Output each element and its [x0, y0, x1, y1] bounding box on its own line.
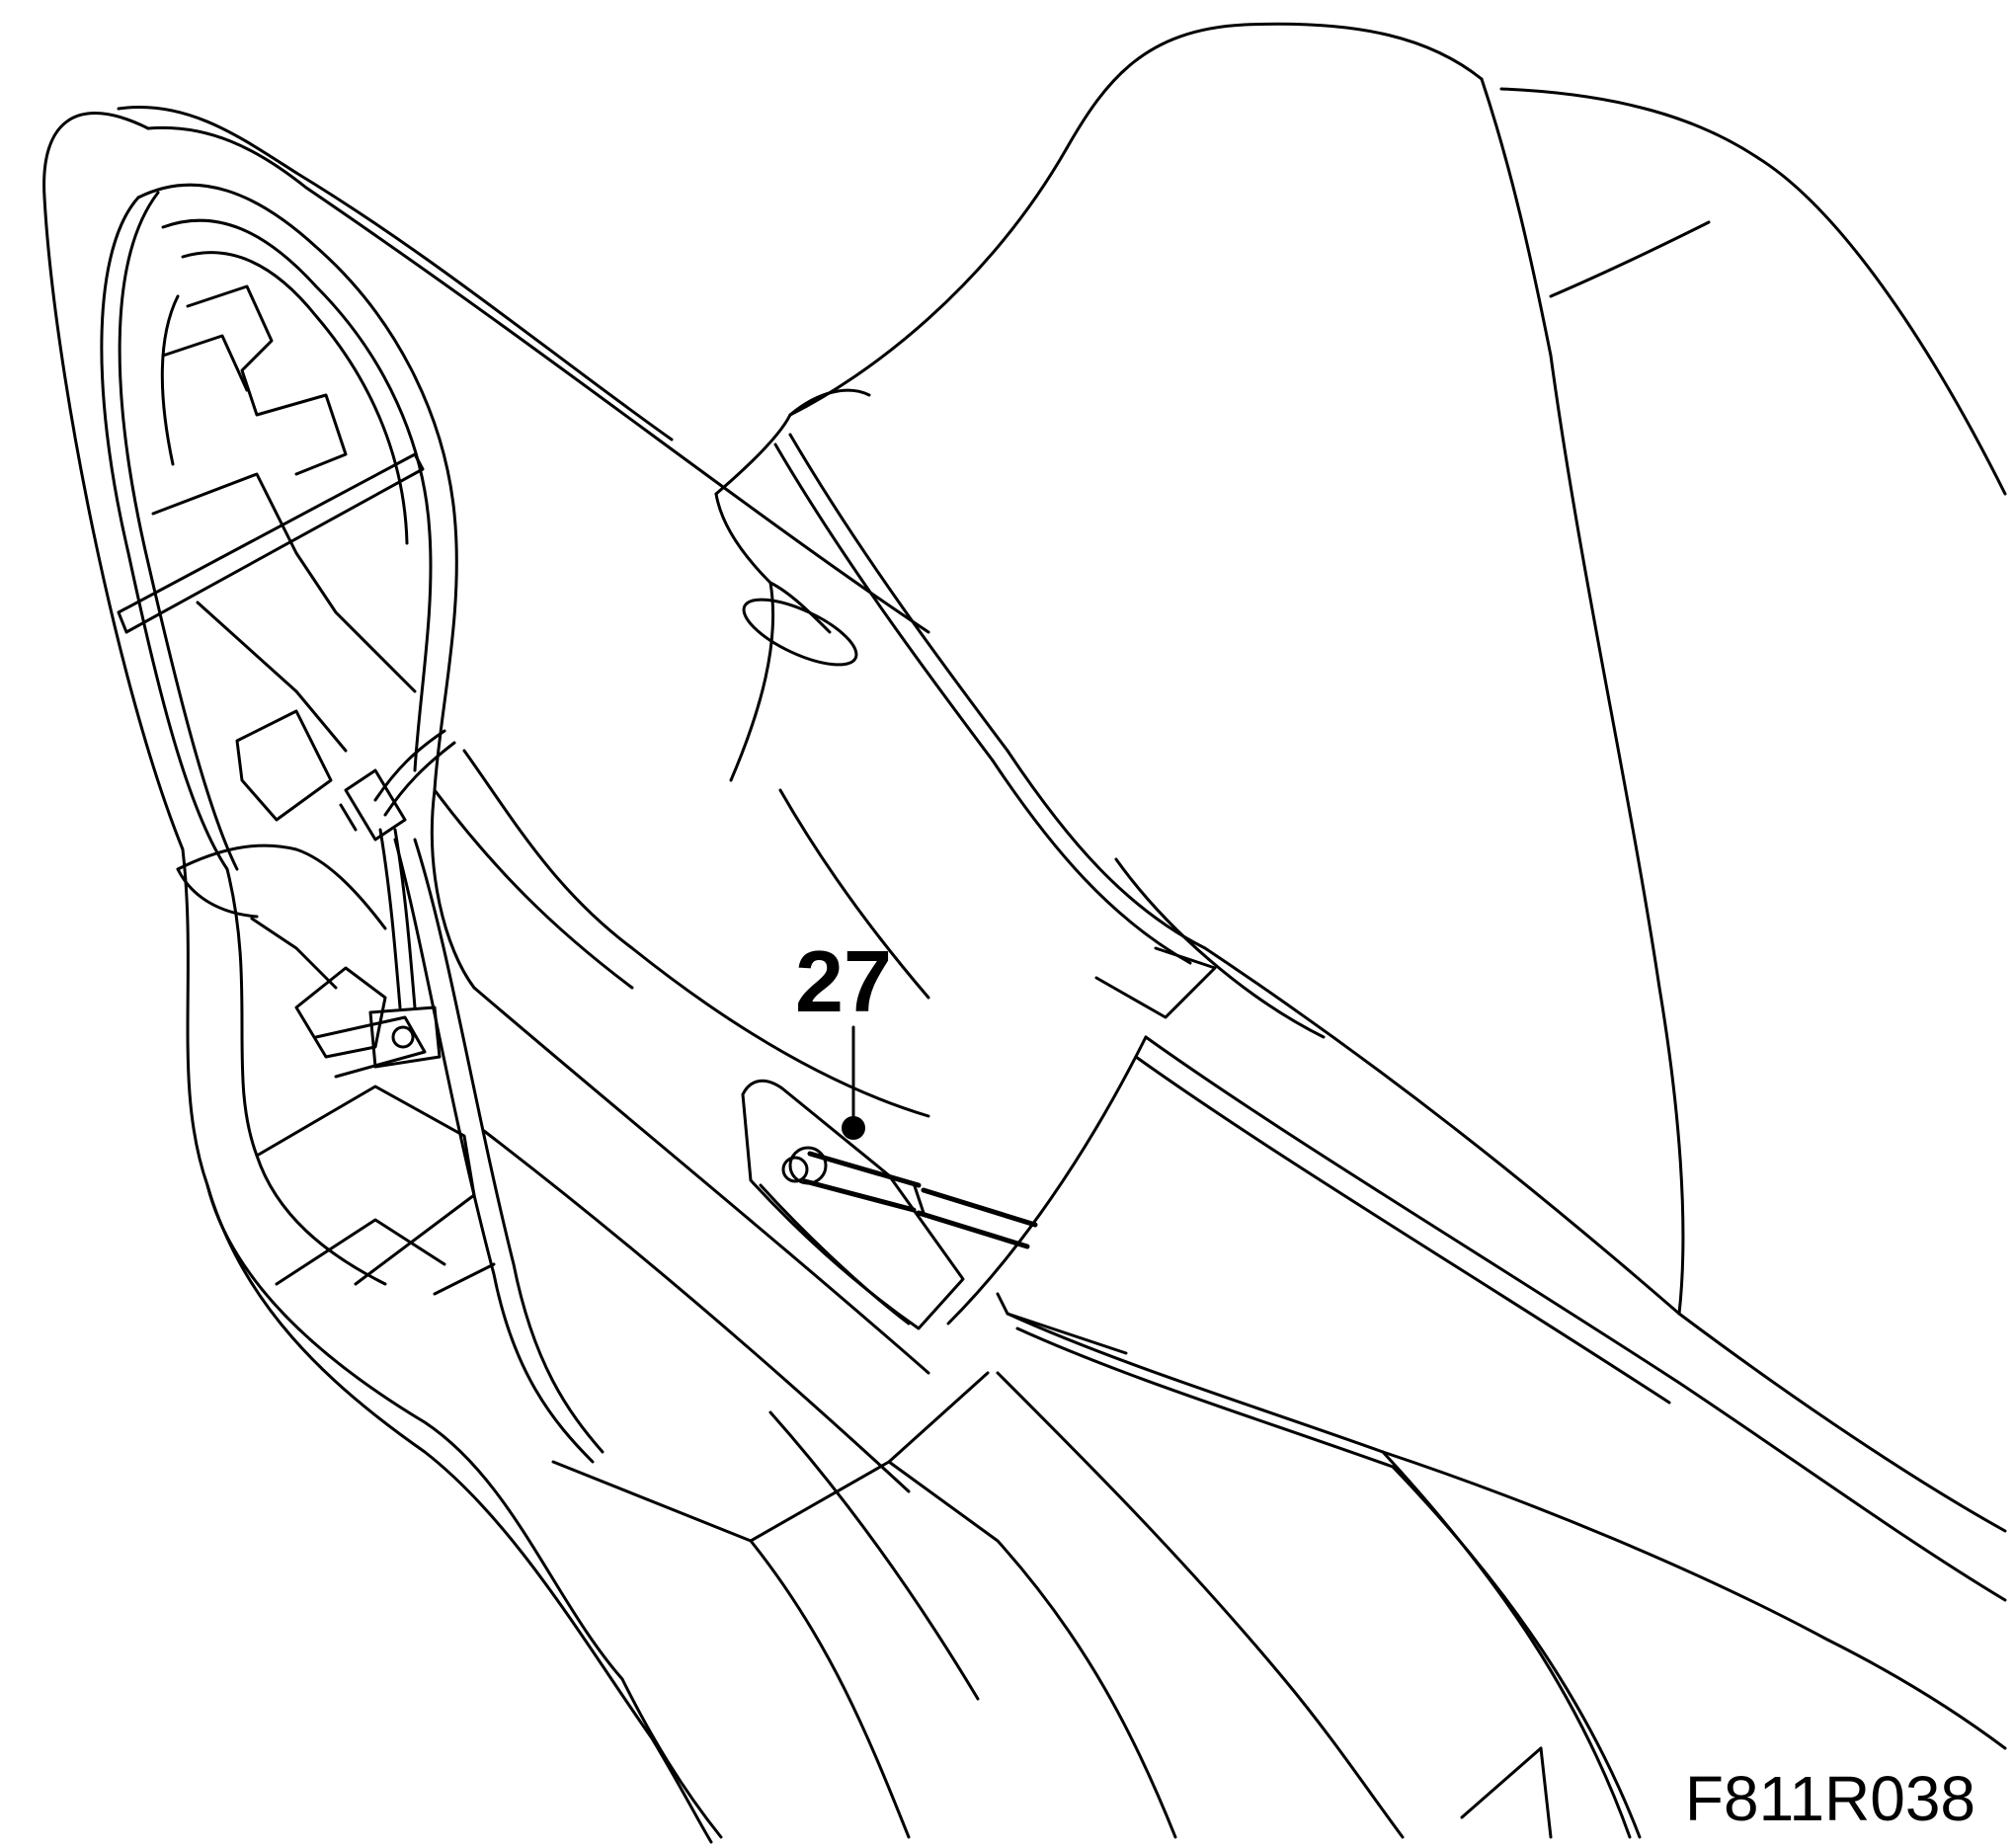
trim-clip-area	[741, 1079, 2007, 1839]
rear-housing-outline	[42, 106, 930, 1844]
figure-code: F811R038	[1684, 1763, 1975, 1834]
lower-trim	[255, 986, 1553, 1839]
body-panel	[433, 22, 2007, 1602]
callout-number-27: 27	[795, 932, 892, 1030]
fastener-rod	[781, 1146, 1038, 1249]
wiring-harness	[339, 729, 604, 1464]
callout-leader	[842, 1025, 865, 1140]
lamp-cavity	[100, 183, 476, 1286]
callout-dot	[842, 1116, 865, 1140]
inner-brackets	[117, 284, 427, 1079]
